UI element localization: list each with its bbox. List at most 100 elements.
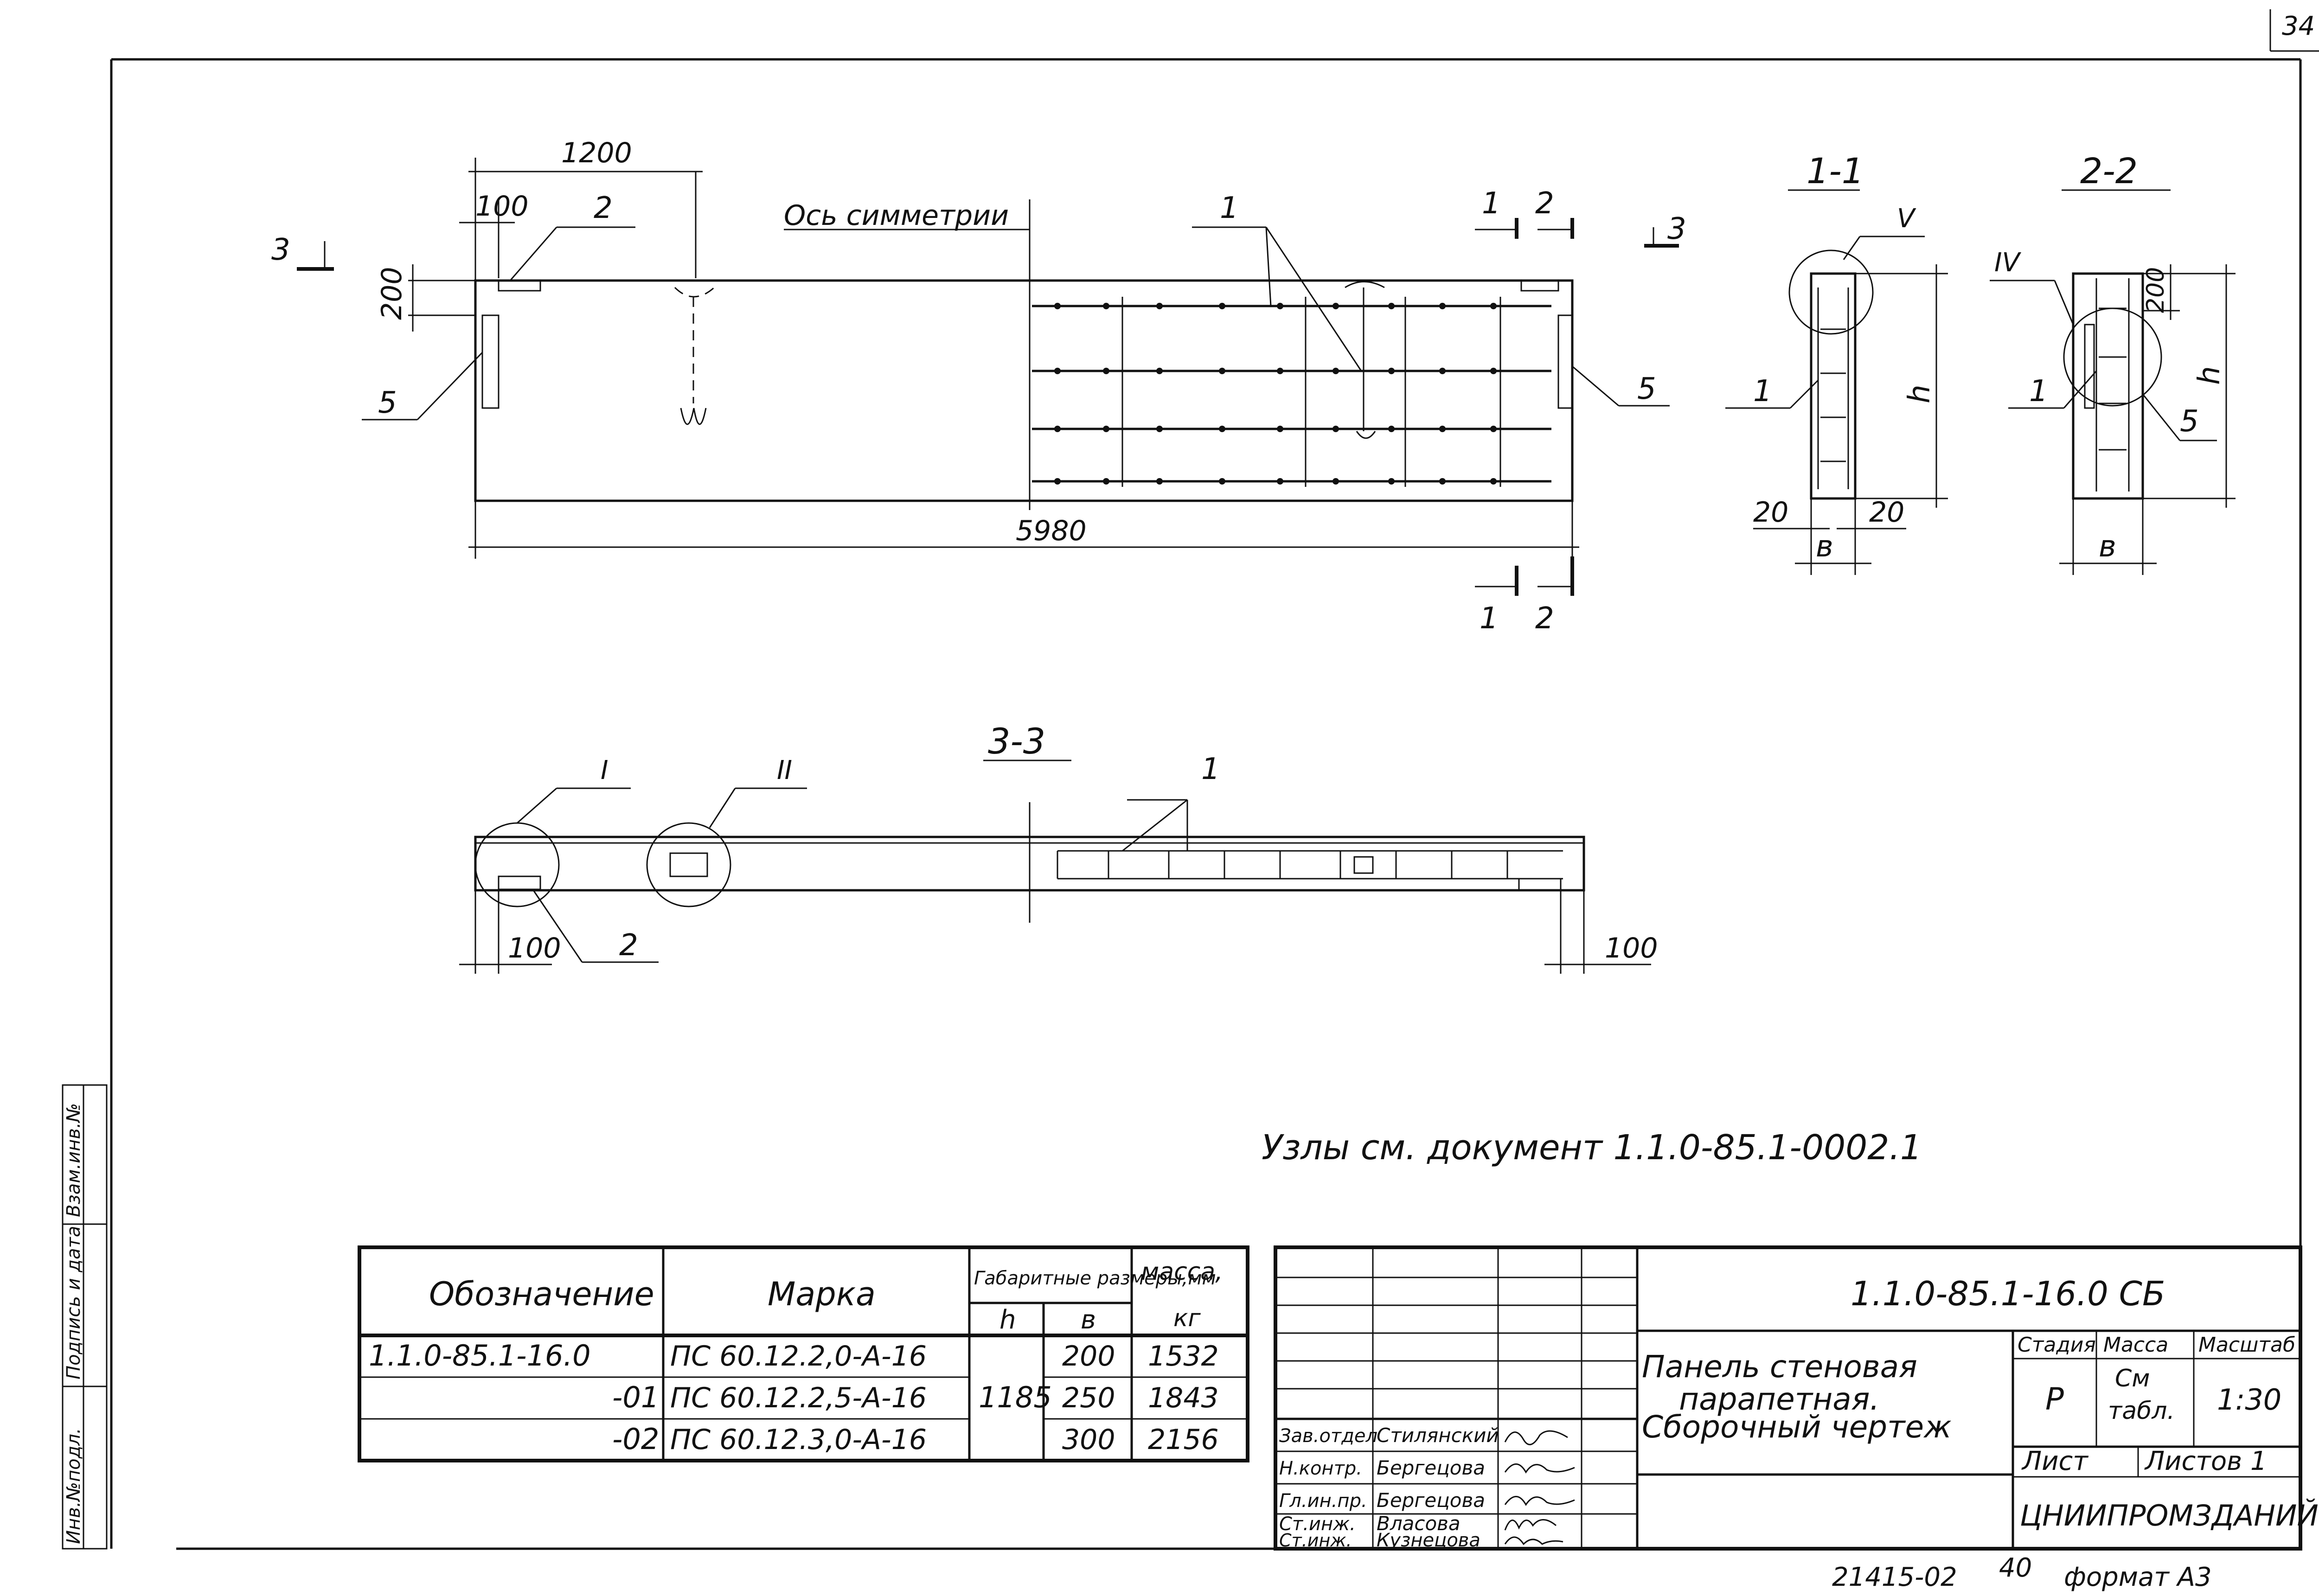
node-v-circle [1788, 249, 1874, 335]
section-3-label-right: 3 [1667, 212, 1686, 246]
section-3-3: 3-3 I II 2 1 10 [459, 721, 1658, 974]
node-iv-label: IV [1994, 248, 2022, 278]
s11-dim-20-left: 20 [1753, 496, 1788, 529]
s22-h-label: h [2192, 366, 2227, 385]
mass-value-2: табл. [2108, 1397, 2175, 1425]
spec-header-mark: Марка [768, 1275, 876, 1313]
footer-page: 40 [1999, 1553, 2032, 1583]
stamp-inventory-label: Инв.№подл. [63, 1428, 84, 1544]
section-3-label-left: 3 [271, 233, 290, 267]
stamp-replace-label: Взам.инв.№ [63, 1103, 84, 1217]
section-2-2-title: 2-2 [2080, 150, 2138, 192]
dim-200: 200 [376, 267, 408, 320]
s33-pos-2-label: 2 [619, 928, 638, 963]
spec-table: Обозначение Марка Габаритные размеры,мм … [358, 1245, 1249, 1462]
s11-b-label: в [1816, 530, 1833, 564]
s11-pos-1-label: 1 [1753, 374, 1772, 409]
spec-row3-mark: ПС 60.12.3,0-А-16 [670, 1424, 927, 1456]
spec-row2-mark: ПС 60.12.2,5-А-16 [670, 1382, 927, 1414]
s33-dim-100-left: 100 [508, 932, 561, 964]
main-view: Ось симметрии [271, 137, 1686, 636]
signer-name-2: Бергецова [1377, 1456, 1485, 1479]
s22-dim-200: 200 [2142, 267, 2170, 313]
signer-role-1: Зав.отдел [1279, 1425, 1377, 1447]
spec-row3-mass: 2156 [1148, 1424, 1219, 1456]
dim-100: 100 [475, 190, 529, 223]
s11-dim-20-right: 20 [1869, 496, 1904, 529]
node-ii-circle [646, 822, 731, 907]
title-line2: парапетная. [1679, 1381, 1879, 1417]
sheets-label: Листов 1 [2144, 1446, 2267, 1476]
section-1-label-top: 1 [1482, 186, 1501, 221]
node-iv-circle [2063, 307, 2162, 407]
signer-name-3: Бергецова [1377, 1489, 1485, 1512]
node-ii-label: II [777, 755, 792, 785]
spec-row3-b: 300 [1062, 1424, 1115, 1456]
spec-header-b: в [1081, 1305, 1096, 1335]
footer: 21415-02 40 формат А3 [1832, 1553, 2212, 1592]
spec-row3-designation: -02 [612, 1422, 659, 1456]
mass-label: Масса [2103, 1333, 2168, 1357]
footer-format: формат А3 [2064, 1562, 2212, 1592]
s22-b-label: в [2099, 530, 2116, 564]
spec-header-h: h [999, 1305, 1016, 1335]
org-name: ЦНИИПРОМЗДАНИЙ [2020, 1498, 2319, 1532]
stage-label: Стадия [2018, 1333, 2096, 1357]
title-block: 1.1.0-85.1-16.0 СБ Панель стеновая парап… [1274, 1245, 2319, 1551]
signer-role-5: Ст.инж. [1279, 1530, 1352, 1551]
title-line3: Сборочный чертеж [1642, 1409, 1952, 1445]
s33-dim-100-right: 100 [1605, 932, 1658, 964]
signer-role-2: Н.контр. [1279, 1458, 1362, 1479]
dim-1200: 1200 [561, 137, 632, 169]
page-number: 34 [2282, 11, 2315, 41]
side-stamp: Инв.№подл. Подпись и дата Взам.инв.№ [62, 1084, 108, 1550]
mass-value-1: См [2115, 1365, 2150, 1392]
spec-row2-designation: -01 [612, 1380, 659, 1414]
spec-header-dims: Габаритные размеры,мм [974, 1268, 1216, 1289]
node-i-circle [474, 822, 560, 907]
spec-header-mass: масса, [1141, 1258, 1223, 1286]
pos-5-label: 5 [378, 386, 397, 420]
scale-value: 1:30 [2217, 1383, 2281, 1417]
spec-h-value: 1185 [979, 1380, 1052, 1414]
section-2-label-bottom: 2 [1535, 601, 1554, 636]
scale-label: Масштаб [2198, 1333, 2295, 1357]
section-2-2: 2-2 IV 1 5 200 h в [1990, 150, 2236, 575]
section-1-1-title: 1-1 [1807, 150, 1864, 192]
signer-role-3: Гл.ин.пр. [1279, 1490, 1367, 1512]
stamp-signature-label: Подпись и дата [63, 1226, 84, 1379]
s22-pos-1-label: 1 [2029, 374, 2048, 409]
node-i-label: I [601, 755, 609, 785]
spec-row1-b: 200 [1062, 1340, 1115, 1373]
pos-1-label: 1 [1220, 191, 1239, 225]
s33-pos-1-label: 1 [1201, 752, 1220, 786]
spec-row2-b: 250 [1062, 1382, 1115, 1414]
s22-pos-5-label: 5 [2180, 404, 2199, 439]
spec-header-designation: Обозначение [429, 1275, 654, 1313]
stage-value: Р [2045, 1381, 2064, 1417]
signer-name-5: Кузнецова [1377, 1530, 1480, 1551]
spec-row1-mass: 1532 [1148, 1340, 1219, 1373]
node-v-label: V [1897, 204, 1916, 234]
s11-h-label: h [1903, 384, 1937, 403]
section-2-label-top: 2 [1535, 186, 1554, 221]
spec-row2-mass: 1843 [1148, 1382, 1219, 1414]
section-1-1: 1-1 V 1 h в 20 20 [1725, 150, 1948, 575]
spec-row1-mark: ПС 60.12.2,0-А-16 [670, 1340, 927, 1373]
signer-role-4: Ст.инж. [1279, 1513, 1356, 1535]
footer-code: 21415-02 [1832, 1562, 1957, 1592]
symmetry-axis-label: Ось симметрии [784, 199, 1009, 232]
pos-2-label: 2 [594, 191, 613, 225]
section-3-3-title: 3-3 [988, 721, 1045, 762]
nodes-note: Узлы см. документ 1.1.0-85.1-0002.1 [1262, 1128, 1922, 1168]
spec-header-mass-unit: кг [1173, 1304, 1201, 1332]
signatures [1504, 1430, 1575, 1545]
sheet-label: Лист [2021, 1446, 2088, 1476]
reinforcement-cage [1032, 297, 1551, 487]
signer-name-1: Стилянский [1377, 1424, 1499, 1447]
signer-name-4: Власова [1377, 1512, 1461, 1535]
section-1-label-bottom: 1 [1480, 601, 1499, 636]
dim-5980: 5980 [1016, 515, 1087, 547]
title-line1: Панель стеновая [1642, 1349, 1917, 1385]
